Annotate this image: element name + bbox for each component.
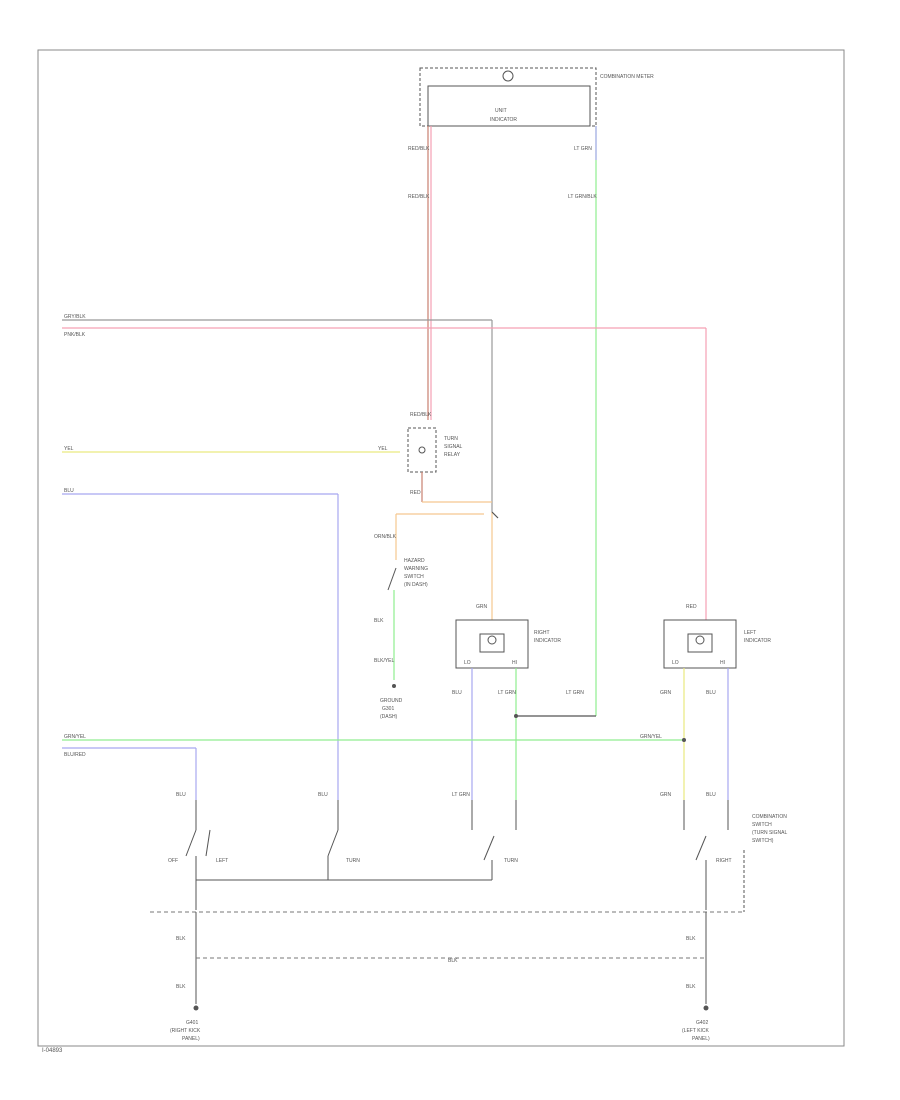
gnd-r-wire-2-label: BLK: [686, 984, 696, 990]
footer-code: I-04893: [42, 1048, 63, 1054]
gnd-l-wire-2-label: BLK: [176, 984, 186, 990]
left-bus-2-label: PNK/BLK: [64, 332, 86, 338]
gnd-r-name-1: G402: [696, 1020, 708, 1026]
right-ind-pin-r: HI: [512, 660, 517, 666]
left-ind-name-2: INDICATOR: [744, 638, 771, 644]
combination-meter: COMBINATION METER UNIT INDICATOR: [419, 67, 654, 127]
left-ind-pin-r: HI: [720, 660, 725, 666]
sw-pos-right-label: RIGHT: [716, 858, 732, 864]
gnd-l-name-3: PANEL): [182, 1036, 200, 1042]
turn-signal-relay: RED/BLK RED TURN SIGNAL RELAY: [407, 412, 499, 620]
relay-pin-a-label: RED/BLK: [410, 412, 432, 418]
hazard-wire-2-label: BLK: [374, 618, 384, 624]
gnd-dash-label: BLK: [448, 958, 458, 964]
ind-out-4-label: GRN: [660, 690, 672, 696]
sw-wire-3-label: LT GRN: [452, 792, 470, 798]
right-indicator: GRN RIGHT INDICATOR LO HI BLU LT GRN LT …: [452, 604, 596, 800]
sw-wire-1-label: BLU: [176, 792, 186, 798]
sw-wire-5-label: BLU: [706, 792, 716, 798]
left-indicator: RED LEFT INDICATOR LO HI GRN BLU: [660, 604, 771, 800]
left-yel-label: YEL: [64, 446, 74, 452]
left-ind-pin-l: LO: [672, 660, 679, 666]
gnd-wire-r-label: BLK: [686, 936, 696, 942]
unit-sub-label: INDICATOR: [490, 117, 517, 123]
hazard-warning-switch: ORN/BLK HAZARD WARNING SWITCH (IN DASH) …: [374, 513, 484, 720]
ind-out-3-label: LT GRN: [566, 690, 584, 696]
sw-name-2: SWITCH: [752, 822, 772, 828]
meter-wires: RED/BLK LT GRN RED/BLK LT GRN/BLK: [408, 126, 597, 716]
right-ind-name-2: INDICATOR: [534, 638, 561, 644]
relay-pin-b-label: RED: [410, 490, 421, 496]
relay-name-1: TURN: [444, 436, 458, 442]
ground-b-label: G301: [382, 706, 394, 712]
hazard-name-1: HAZARD: [404, 558, 425, 564]
right-ind-name-1: RIGHT: [534, 630, 550, 636]
ind-out-1-label: BLU: [452, 690, 462, 696]
relay-name-2: SIGNAL: [444, 444, 463, 450]
combination-meter-label: COMBINATION METER: [600, 74, 654, 80]
sw-pos-left-label: LEFT: [216, 858, 228, 864]
sw-name-1: COMBINATION: [752, 814, 787, 820]
yel-end-label: YEL: [378, 446, 388, 452]
wire-green-mid-label: LT GRN/BLK: [568, 194, 597, 200]
left-blu-label: BLU: [64, 488, 74, 494]
combination-switch: BLU BLU LT GRN GRN BLU COMBINATION SWITC…: [150, 792, 788, 913]
sw-pos-turn-1-label: TURN: [346, 858, 360, 864]
gnd-l-name-1: G401: [186, 1020, 198, 1026]
sw-pos-turn-2-label: TURN: [504, 858, 518, 864]
wire-top-left-label: RED/BLK: [408, 146, 430, 152]
hazard-wire-3-label: BLK/YEL: [374, 658, 395, 664]
ground-c-label: (DASH): [380, 714, 398, 720]
right-ind-pin-l: LO: [464, 660, 471, 666]
wire-red-mid-label: RED/BLK: [408, 194, 430, 200]
ind-out-2-label: LT GRN: [498, 690, 516, 696]
hazard-name-2: WARNING: [404, 566, 428, 572]
left-ind-wire-label: RED: [686, 604, 697, 610]
wire-top-right-label: LT GRN: [574, 146, 592, 152]
ind-out-5-label: BLU: [706, 690, 716, 696]
sw-pos-off-label: OFF: [168, 858, 178, 864]
hazard-name-4: (IN DASH): [404, 582, 428, 588]
diagram-frame: [37, 49, 845, 1047]
left-bus-1-label: GRY/BLK: [64, 314, 86, 320]
left-ind-name-1: LEFT: [744, 630, 756, 636]
hazard-name-3: SWITCH: [404, 574, 424, 580]
sw-name-3: (TURN SIGNAL: [752, 830, 788, 836]
gnd-r-name-2: (LEFT KICK: [682, 1028, 710, 1034]
left-grn-label: GRN/YEL: [64, 734, 86, 740]
grn-right-label: GRN/YEL: [640, 734, 662, 740]
hazard-wire-label: ORN/BLK: [374, 534, 397, 540]
relay-name-3: RELAY: [444, 452, 461, 458]
sw-wire-2-label: BLU: [318, 792, 328, 798]
left-bus: GRY/BLK PNK/BLK YEL YEL BLU: [62, 314, 707, 800]
ground-a-label: GROUND: [380, 698, 403, 704]
sw-name-4: SWITCH): [752, 838, 774, 844]
gnd-r-name-3: PANEL): [692, 1036, 710, 1042]
gnd-wire-l-label: BLK: [176, 936, 186, 942]
sw-wire-4-label: GRN: [660, 792, 672, 798]
left-blu2-label: BLU/RED: [64, 752, 86, 758]
lower-bus: GRN/YEL BLU/RED GRN/YEL: [62, 734, 686, 800]
right-ind-wire-label: GRN: [476, 604, 488, 610]
grounds: BLK BLK BLK BLK BLK G401 (RIGHT KICK PAN…: [170, 912, 710, 1042]
unit-name-label: UNIT: [495, 108, 507, 114]
gnd-l-name-2: (RIGHT KICK: [170, 1028, 201, 1034]
